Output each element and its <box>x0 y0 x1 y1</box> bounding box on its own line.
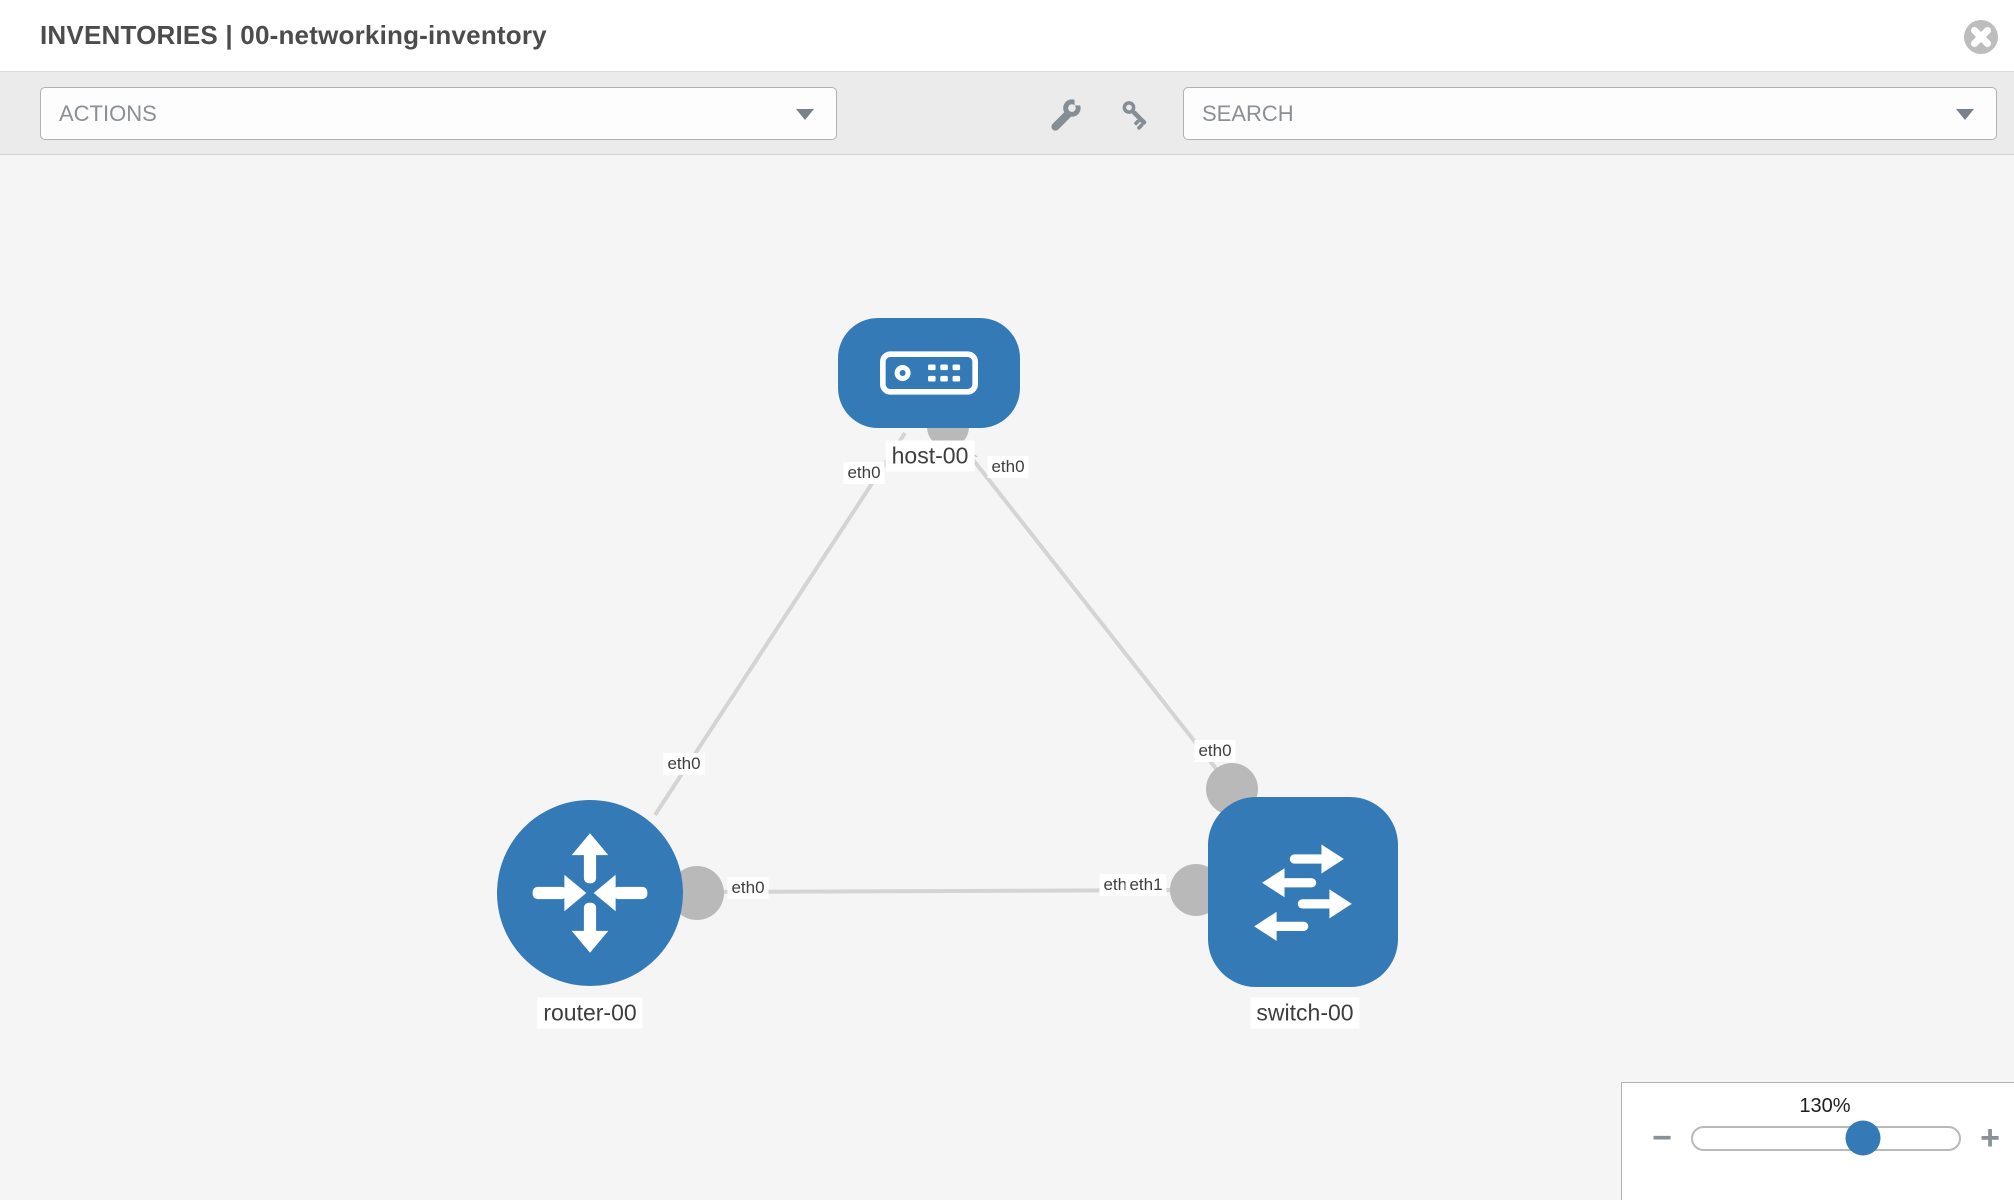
zoom-level: 130% <box>1799 1095 1851 1117</box>
host-icon <box>880 351 978 395</box>
wrench-icon <box>1051 94 1086 131</box>
interface-label-host-to-router: eth0 <box>843 462 885 484</box>
interface-label-router-to-host: eth0 <box>663 753 705 775</box>
node-host[interactable] <box>838 318 1020 428</box>
node-label-switch: switch-00 <box>1250 997 1360 1029</box>
switch-icon <box>1254 844 1352 941</box>
actions-dropdown[interactable]: ACTIONS <box>40 87 837 140</box>
zoom-slider-handle[interactable] <box>1845 1120 1881 1156</box>
plus-icon: + <box>1980 1119 2000 1157</box>
node-router[interactable] <box>497 800 683 986</box>
zoom-slider-row: − + <box>1622 1120 2014 1156</box>
interface-port-router[interactable] <box>670 866 724 920</box>
link-host-switch[interactable] <box>950 431 1234 791</box>
chevron-down-icon <box>796 108 814 120</box>
interface-label-host-to-switch: eth0 <box>987 456 1029 478</box>
x-circle-icon <box>1964 20 1998 54</box>
chevron-down-icon <box>1956 108 1974 120</box>
node-label-router: router-00 <box>537 997 643 1029</box>
topology-links-layer <box>653 406 1258 920</box>
zoom-out-button[interactable]: − <box>1646 1121 1678 1155</box>
router-icon <box>532 833 648 953</box>
zoom-slider-track[interactable] <box>1691 1120 1961 1156</box>
configure-button[interactable] <box>1048 94 1086 132</box>
credentials-button[interactable] <box>1118 98 1152 132</box>
link-host-router[interactable] <box>653 431 907 817</box>
zoom-in-button[interactable]: + <box>1974 1121 2006 1155</box>
interface-label-switch-to-host: eth0 <box>1194 740 1236 762</box>
minus-icon: − <box>1652 1119 1672 1157</box>
key-icon <box>1122 101 1147 130</box>
toolbar: ACTIONS SEARCH <box>0 72 2014 155</box>
header: INVENTORIES | 00-networking-inventory <box>0 0 2014 72</box>
interface-label-router-to-switch: eth0 <box>727 877 769 899</box>
node-label-host: host-00 <box>885 440 975 472</box>
topology-canvas[interactable]: host-00 router-00 switch-00 eth0 eth0 et… <box>0 155 2014 1200</box>
node-switch[interactable] <box>1208 797 1398 987</box>
close-button[interactable] <box>1963 19 1999 55</box>
zoom-panel: 130% − + <box>1621 1082 2014 1200</box>
actions-dropdown-label: ACTIONS <box>59 100 157 126</box>
search-dropdown[interactable]: SEARCH <box>1183 87 1997 140</box>
page-title: INVENTORIES | 00-networking-inventory <box>40 20 547 50</box>
interface-label-switch-to-router: eth1 <box>1125 874 1167 896</box>
search-dropdown-label: SEARCH <box>1202 100 1294 126</box>
